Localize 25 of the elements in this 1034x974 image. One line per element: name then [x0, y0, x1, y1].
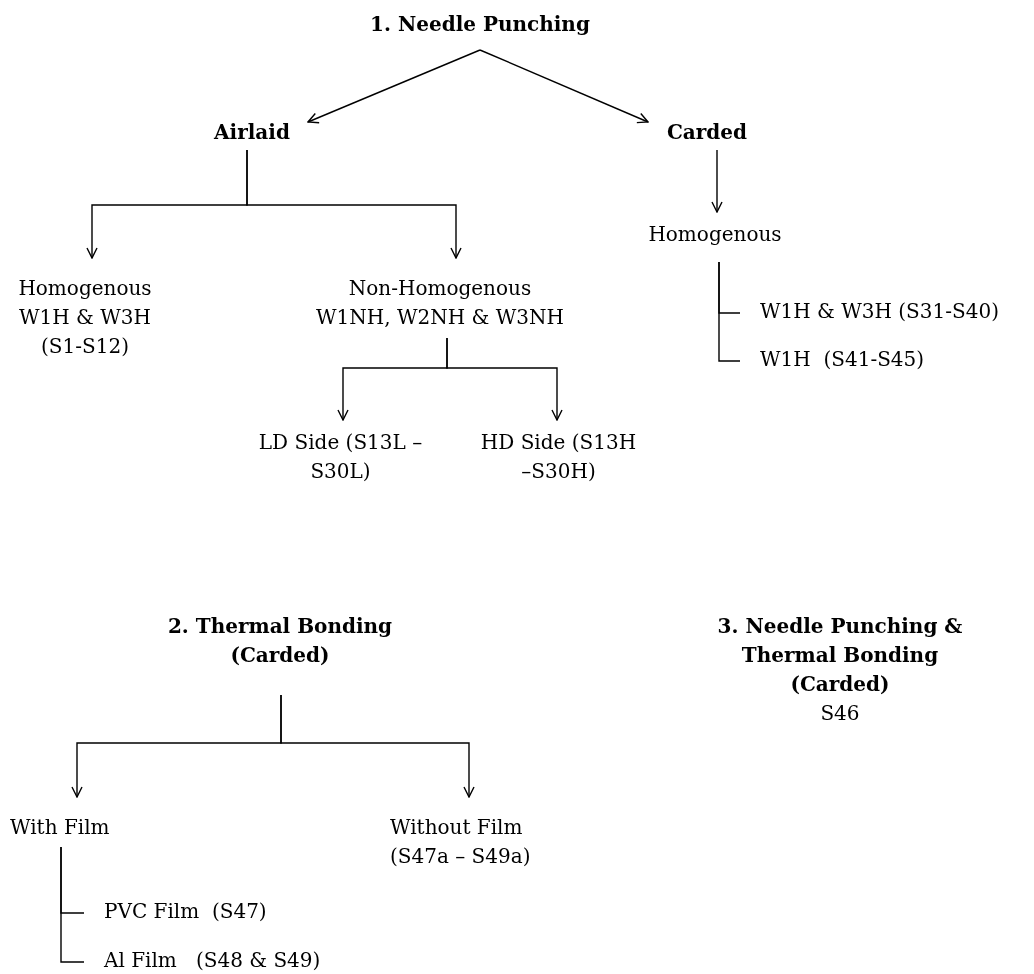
category-text: LD Side (S13L –S30L): [258, 429, 423, 485]
category-text: With Film: [10, 814, 110, 841]
category-text: Without Film (S47a – S49a): [390, 814, 532, 870]
category-text: Al Film (S48 & S49): [104, 947, 321, 974]
connector-line: [718, 261, 741, 362]
arrow: [479, 49, 649, 124]
category-text: PVC Film (S47): [104, 898, 267, 925]
arrow: [711, 149, 723, 213]
heading-text: 3. Needle Punching & Thermal Bonding (Carded): [716, 613, 964, 698]
arrow: [307, 49, 481, 124]
category-text: Homogenous: [648, 221, 782, 248]
connector-line: [60, 846, 85, 963]
category-text: W1H (S41-S45): [760, 346, 925, 373]
heading-text: 2. Thermal Bonding (Carded): [166, 613, 394, 669]
arrow: [280, 694, 475, 798]
heading-text: 1. Needle Punching: [370, 11, 590, 38]
arrow: [446, 337, 563, 421]
category-text: Homogenous W1H & W3H (S1-S12): [17, 275, 153, 360]
category-text: S46: [820, 700, 860, 727]
category-text: W1H & W3H (S31-S40): [760, 298, 999, 325]
category-text: HD Side (S13H –S30H): [479, 429, 638, 485]
arrow: [246, 149, 462, 259]
heading-text: Carded: [666, 119, 748, 146]
heading-text: Airlaid: [214, 119, 290, 146]
category-text: Non-Homogenous W1NH, W2NH & W3NH: [315, 275, 565, 331]
